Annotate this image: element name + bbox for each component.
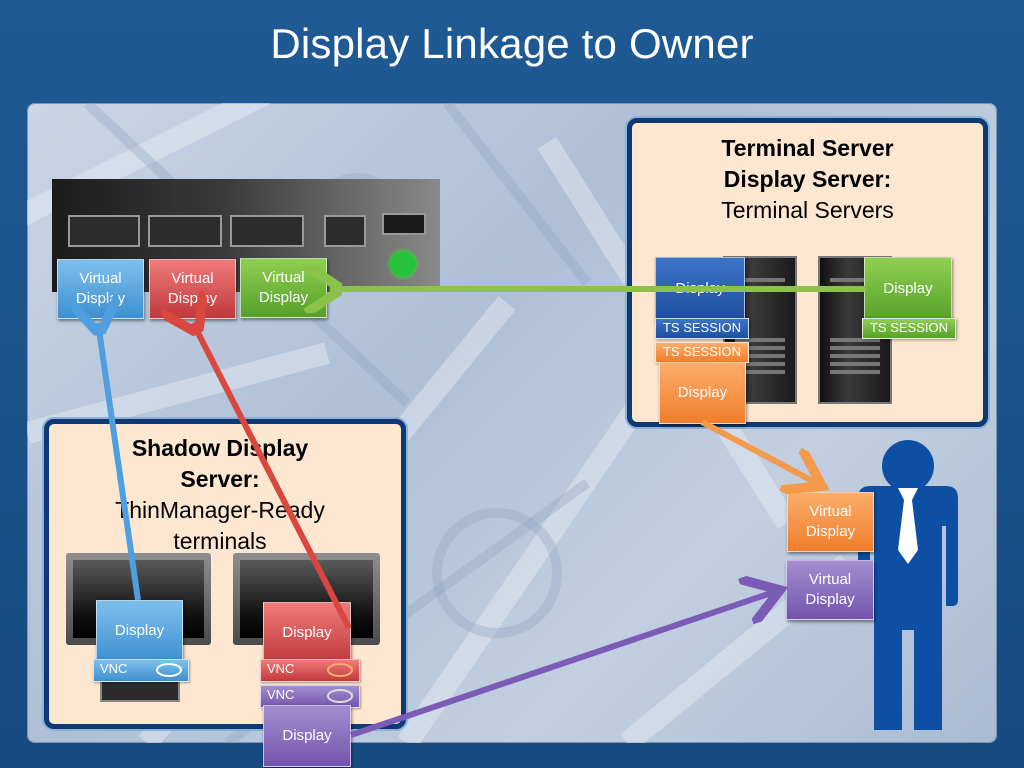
refresh-icon [156, 663, 182, 677]
display-label: Display [282, 727, 332, 744]
slide-title: Display Linkage to Owner [270, 20, 754, 67]
virtual-display-label: Virtual [808, 571, 852, 588]
ts-display-blue: Display [655, 257, 745, 321]
panel-heading: Terminal Server [721, 135, 894, 161]
display-label: Display [282, 624, 332, 641]
power-led-icon [390, 251, 416, 277]
panel-heading: Server: [180, 466, 260, 492]
display-label: Display [675, 280, 725, 297]
refresh-icon [327, 663, 353, 677]
refresh-icon [327, 689, 353, 703]
display-label: Display [114, 622, 165, 639]
panel-heading: Display Server: [723, 166, 892, 192]
virtual-display-label: Virtual [79, 270, 122, 287]
vnc-label: VNC [267, 661, 295, 676]
ts-display-orange: Display [659, 362, 746, 424]
shadow-panel-heading: Shadow Display Server: ThinManager-Ready… [44, 433, 396, 557]
shadow-display-purple: Display [263, 705, 351, 767]
virtual-display-label: Display [258, 289, 309, 306]
ts-session-blue: TS SESSION [655, 318, 749, 339]
virtual-display-label: Display [805, 591, 855, 608]
drive-slot [382, 213, 426, 235]
drive-slot [148, 215, 222, 247]
drive-slot [68, 215, 140, 247]
shadow-display-blue: Display [96, 600, 183, 662]
virtual-display-label: Virtual [262, 269, 305, 286]
vnc-label: VNC [267, 687, 295, 702]
vnc-session-red: VNC [260, 659, 360, 682]
ts-session-green: TS SESSION [862, 318, 956, 339]
panel-heading: Shadow Display [131, 435, 309, 461]
ts-session-orange: TS SESSION [655, 342, 749, 363]
virtual-display-label: Display [167, 290, 218, 307]
virtual-display-label: Virtual [171, 270, 214, 287]
vnc-label: VNC [100, 661, 128, 676]
virtual-display-label: Display [75, 290, 126, 307]
ts-display-green: Display [864, 257, 952, 321]
panel-subtitle: Terminal Servers [721, 197, 894, 223]
virtual-display-label: Display [805, 523, 856, 540]
panel-subtitle: ThinManager-Ready [115, 497, 325, 523]
drive-slot [324, 215, 366, 247]
owner-person-icon [858, 440, 958, 730]
display-label: Display [677, 384, 728, 401]
virtual-display-label: Virtual [809, 503, 852, 520]
drive-slot [230, 215, 304, 247]
shadow-display-red: Display [263, 602, 351, 664]
display-label: Display [883, 280, 933, 297]
vnc-session-blue: VNC [93, 659, 189, 682]
terminal-server-heading: Terminal Server Display Server: Terminal… [632, 133, 983, 226]
